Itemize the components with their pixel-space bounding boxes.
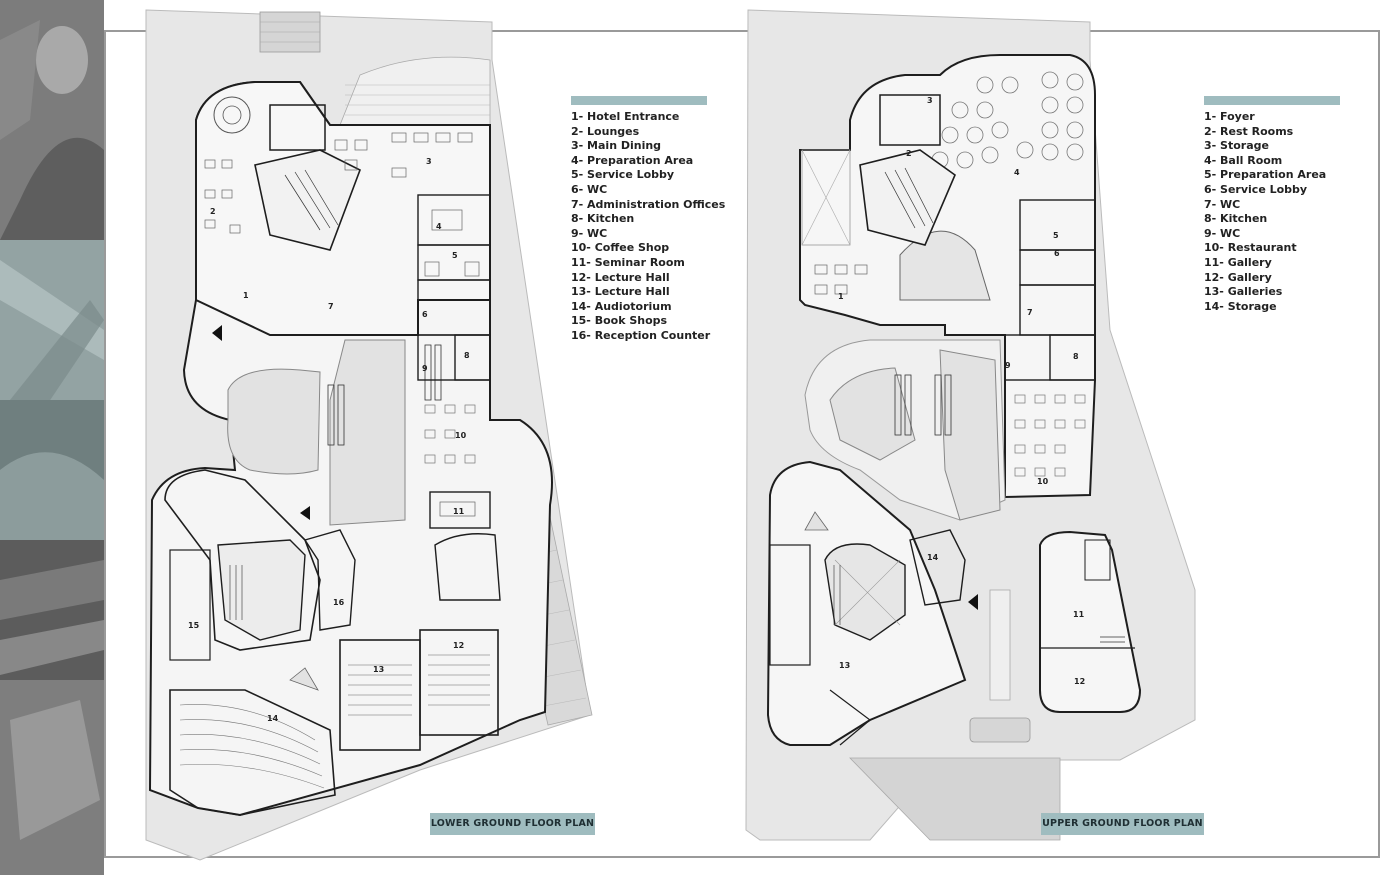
upper-room-number: 3: [927, 96, 933, 105]
lower-room-number: 16: [333, 598, 345, 607]
legend-item: 9- WC: [1204, 226, 1241, 240]
legend-item: 3- Main Dining: [571, 139, 662, 153]
legend-item: 14- Storage: [1204, 299, 1277, 313]
lower-room-number: 10: [455, 431, 467, 440]
legend-item: 5- Preparation Area: [1204, 168, 1327, 182]
legend-item: 6- WC: [571, 182, 608, 196]
legend-item: 1- Hotel Entrance: [571, 110, 680, 123]
decorative-photo-strip: [0, 0, 104, 875]
legend-item: 8- Kitchen: [571, 212, 635, 226]
upper-room-number: 10: [1037, 477, 1049, 486]
legend-item: 4- Ball Room: [1204, 153, 1283, 167]
upper-room-number: 7: [1027, 308, 1033, 317]
lower-room-number: 4: [436, 222, 442, 231]
legend-accent-bar: [1204, 96, 1340, 105]
upper-room-number: 4: [1014, 168, 1020, 177]
lower-room-number: 13: [373, 665, 384, 674]
upper-room-number: 8: [1073, 352, 1079, 361]
lower-light-well: [329, 339, 406, 526]
legend-item: 14- Audiotorium: [571, 299, 672, 313]
lower-dining-tables: [204, 132, 473, 234]
upper-room-number: 2: [906, 149, 912, 158]
lower-room-number: 1: [243, 291, 249, 300]
lower-auditorium: [169, 689, 336, 816]
legend-item: 16- Reception Counter: [571, 328, 711, 342]
upper-service-rooms: [1004, 199, 1096, 381]
legend-item: 7- Administration Offices: [571, 197, 726, 211]
lower-coffee-tables: [424, 404, 476, 464]
lower-room-number: 11: [453, 507, 465, 516]
upper-ramp: [899, 230, 991, 301]
lower-atrium-void: [227, 368, 321, 475]
upper-drive-area: [849, 757, 1061, 841]
legend-item: 11- Seminar Room: [571, 255, 685, 269]
lower-room-number: 9: [422, 364, 428, 373]
upper-room-number: 5: [1053, 231, 1059, 240]
legend-item: 12- Gallery: [1204, 270, 1272, 284]
legend-item: 8- Kitchen: [1204, 212, 1268, 226]
lower-room-number: 14: [267, 714, 279, 723]
upper-room-number: 9: [1005, 361, 1011, 370]
upper-restaurant-tables: [1014, 394, 1086, 477]
lower-room-number: 3: [426, 157, 432, 166]
lower-room-number: 5: [452, 251, 458, 260]
legend-item: 10- Coffee Shop: [571, 241, 670, 255]
legend-item: 12- Lecture Hall: [571, 270, 670, 284]
lower-lecture-halls: [339, 629, 499, 751]
upper-room-number: 12: [1074, 677, 1085, 686]
lower-room-number: 8: [464, 351, 470, 360]
portrait-collage-image: [0, 0, 104, 875]
upper-room-number: 11: [1073, 610, 1085, 619]
upper-right-gallery-block: [1039, 530, 1142, 713]
legend-item: 3- Storage: [1204, 139, 1269, 153]
lower-room-number: 12: [453, 641, 464, 650]
lower-room-number: 2: [210, 207, 216, 216]
legend-item: 11- Gallery: [1204, 255, 1272, 269]
legend-item: 5- Service Lobby: [571, 168, 675, 182]
legend-item: 2- Lounges: [571, 124, 640, 138]
lower-plan-title: LOWER GROUND FLOOR PLAN: [430, 813, 595, 835]
upper-escalators: [894, 374, 952, 436]
legend-item: 1- Foyer: [1204, 110, 1255, 123]
upper-room-number: 13: [839, 661, 850, 670]
legend-item: 7- WC: [1204, 197, 1241, 211]
legend-item: 4- Preparation Area: [571, 153, 694, 167]
legend-item: 9- WC: [571, 226, 608, 240]
lower-room-number: 7: [328, 302, 334, 311]
lower-room-number: 15: [188, 621, 200, 630]
legend-item: 10- Restaurant: [1204, 241, 1297, 255]
upper-void-a: [829, 367, 916, 461]
lower-room-number: 6: [422, 310, 428, 319]
upper-void-b: [939, 349, 1001, 521]
lower-lecture-seats: [348, 654, 490, 716]
upper-plan-title: UPPER GROUND FLOOR PLAN: [1041, 813, 1204, 835]
legend-item: 6- Service Lobby: [1204, 182, 1308, 196]
upper-room-number: 14: [927, 553, 939, 562]
legend-item: 15- Book Shops: [571, 314, 668, 328]
upper-room-number: 1: [838, 292, 844, 301]
lower-service-rooms: [417, 194, 491, 381]
lower-escalators: [327, 344, 442, 446]
legend-item: 13- Galleries: [1204, 285, 1283, 299]
legend-item: 13- Lecture Hall: [571, 285, 670, 299]
upper-room-number: 6: [1054, 249, 1060, 258]
legend-item: 2- Rest Rooms: [1204, 124, 1294, 138]
legend-accent-bar: [571, 96, 707, 105]
